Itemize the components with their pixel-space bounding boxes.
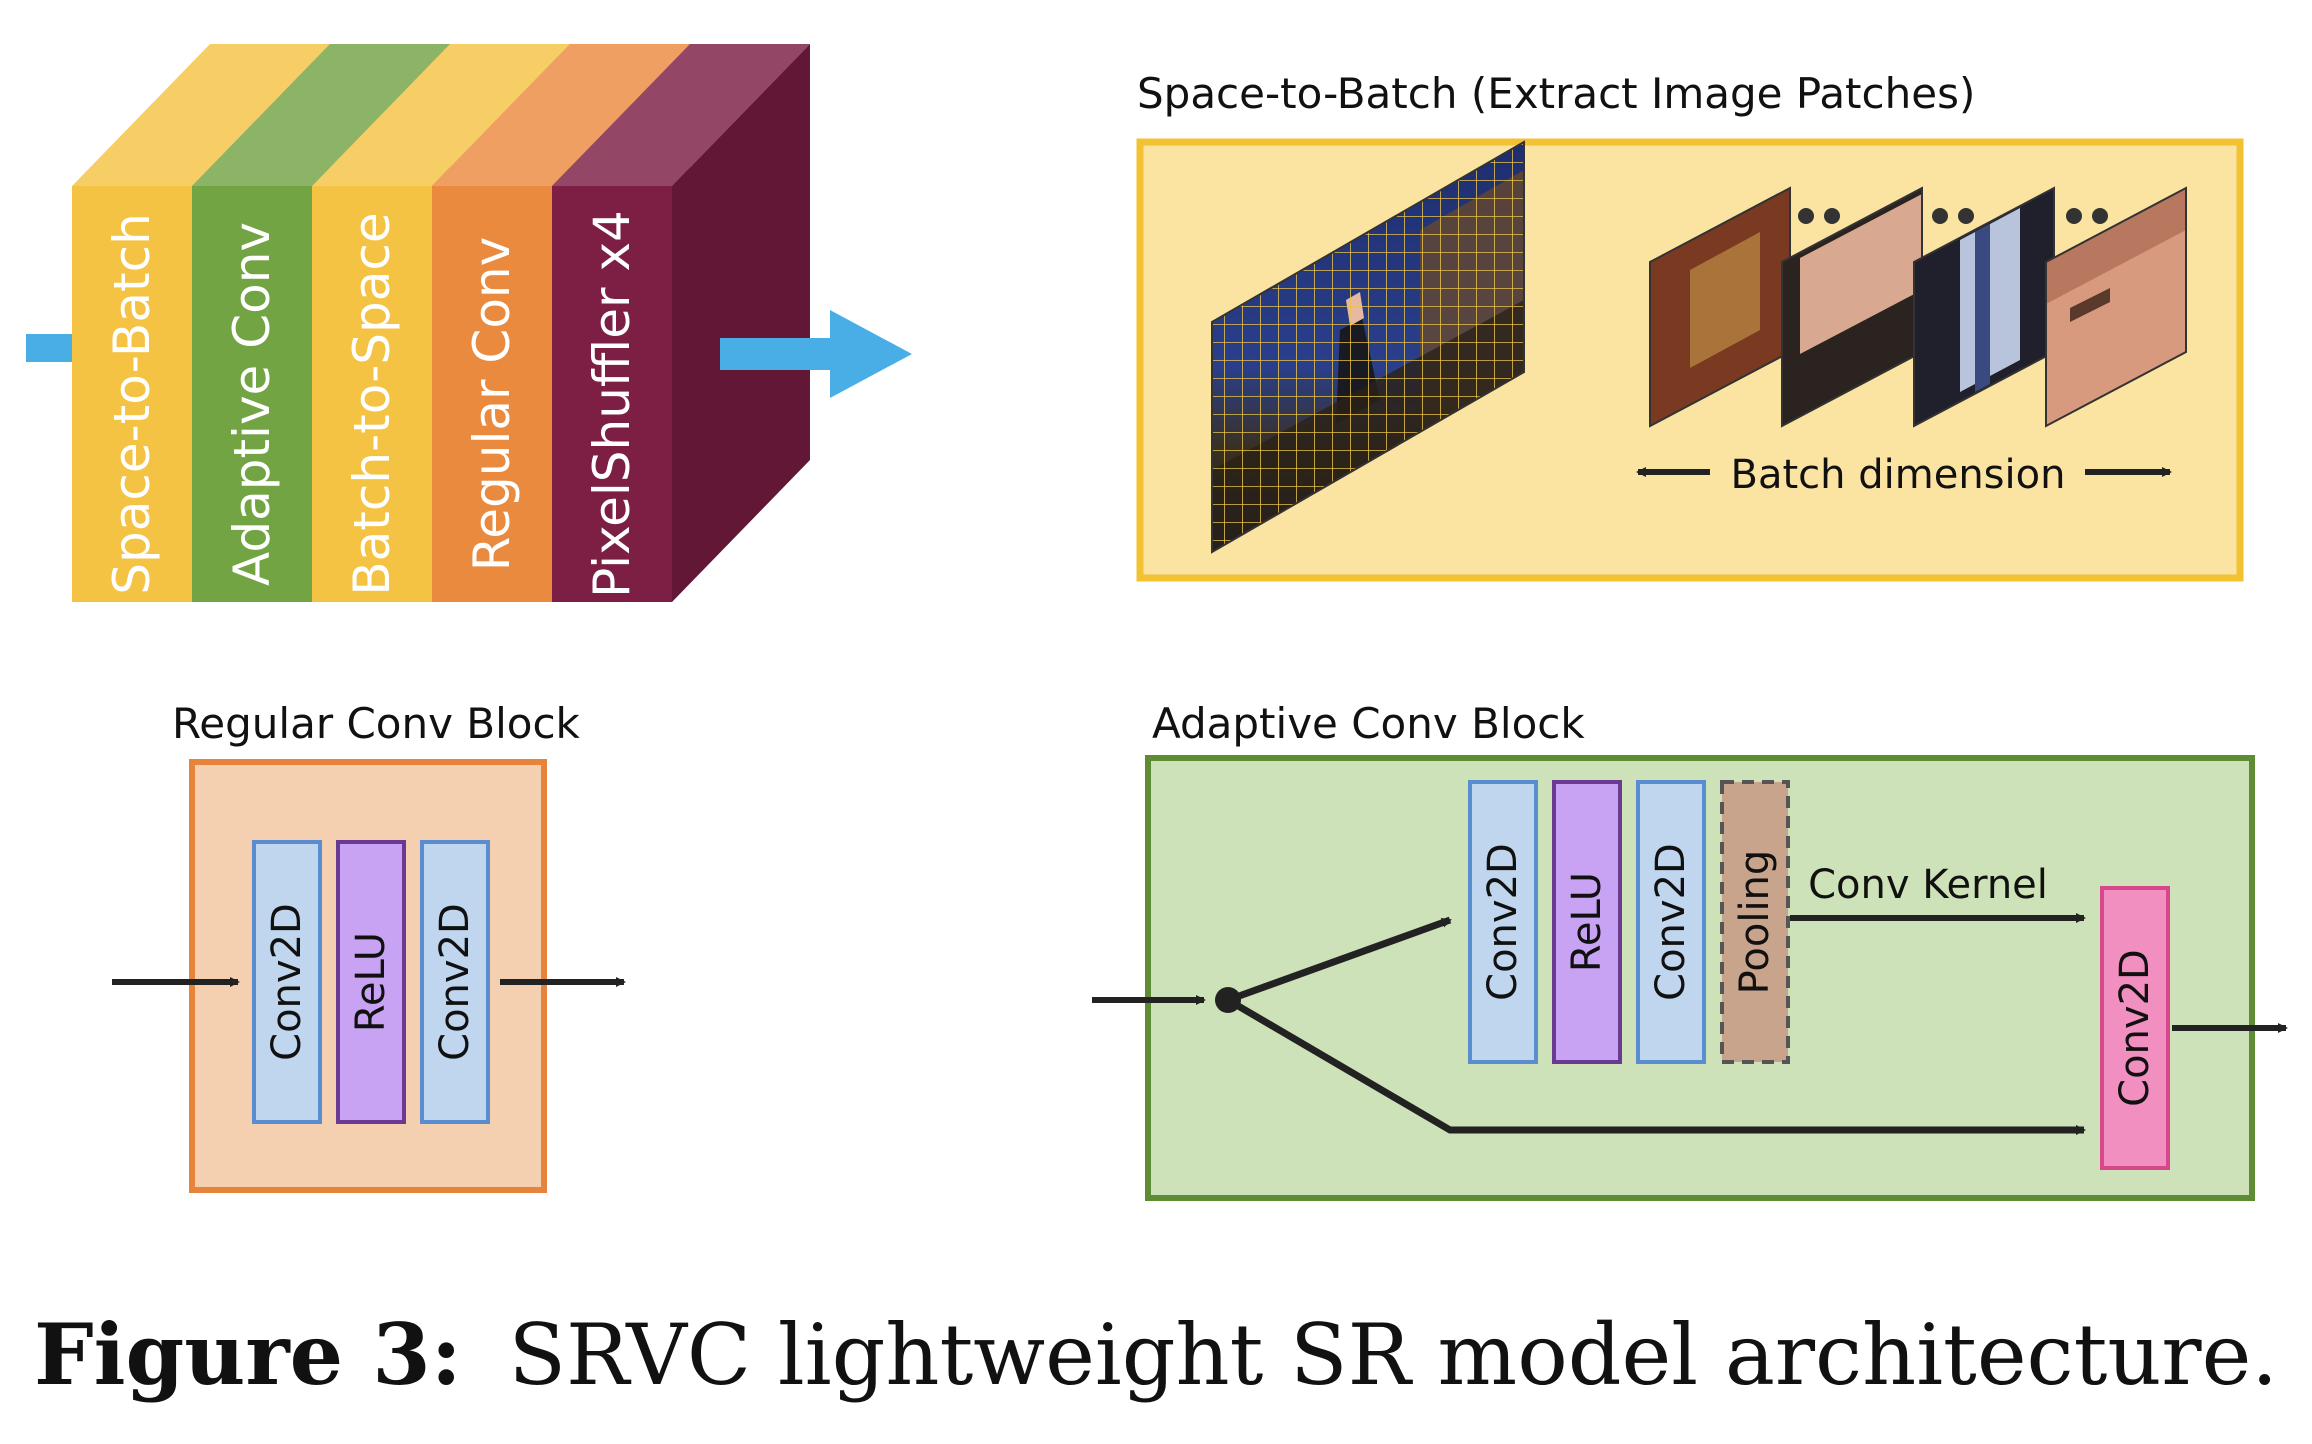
adaptive-output-conv2d-label: Conv2D	[2112, 949, 2158, 1107]
regular-conv2d-2	[420, 840, 490, 1124]
regular-conv2d-1-label: Conv2D	[264, 903, 310, 1061]
regular-relu-label: ReLU	[348, 932, 394, 1032]
stack-layer-label: Adaptive Conv	[223, 222, 281, 586]
layer-stack-diagram: Space-to-Batch Adaptive Conv Batch-to-Spac…	[26, 44, 912, 602]
figure-caption: Figure 3: SRVC lightweight SR model arch…	[34, 1305, 2278, 1404]
stack-layer-top-face	[72, 44, 330, 186]
output-arrow-blue	[720, 310, 912, 398]
adaptive-conv2d-2-label: Conv2D	[1648, 843, 1694, 1001]
stack-layer-side-face	[672, 44, 810, 602]
adaptive-conv2d-1	[1468, 780, 1538, 1064]
stack-layer-front-face	[432, 186, 552, 602]
stack-layer-label: Batch-to-Space	[343, 212, 401, 595]
caption-bold: Figure 3:	[34, 1305, 462, 1404]
stack-layer-front-face	[552, 186, 672, 602]
space-to-batch-panel: Space-to-Batch (Extract Image Patches)	[1136, 69, 2244, 582]
branch-upper-arrow	[1226, 916, 1452, 1004]
full-frame-image	[1211, 140, 1525, 554]
stack-layer-front-face	[312, 186, 432, 602]
stack-layer-pixelshuffler-x4: PixelShuffler x4	[552, 44, 810, 602]
adaptive-relu	[1552, 780, 1622, 1064]
adaptive-conv-block-title: Adaptive Conv Block	[1152, 699, 1585, 748]
stack-layer-front-face	[72, 186, 192, 602]
batch-dimension-label: Batch dimension	[1731, 452, 2066, 498]
ellipsis-dots	[1798, 208, 2108, 224]
caption-text: SRVC lightweight SR model architecture.	[508, 1306, 2278, 1404]
adaptive-conv2d-2	[1636, 780, 1706, 1064]
stack-layer-label: Regular Conv	[463, 237, 521, 571]
conv-kernel-label: Conv Kernel	[1808, 862, 2048, 908]
patch-4	[2045, 186, 2187, 428]
adaptive-output-conv2d	[2100, 886, 2170, 1170]
regular-conv-block: Regular Conv Block Conv2D ReLU Conv2D	[112, 699, 626, 1193]
space-to-batch-title: Space-to-Batch (Extract Image Patches)	[1137, 69, 1975, 118]
regular-conv2d-2-label: Conv2D	[432, 903, 478, 1061]
stack-layer-top-face	[192, 44, 450, 186]
stack-layer-top-face	[552, 44, 810, 186]
stack-layer-label: Space-to-Batch	[103, 213, 161, 595]
regular-relu	[336, 840, 406, 1124]
batch-dimension-arrows: Batch dimension	[1636, 452, 2172, 498]
adaptive-conv2d-1-label: Conv2D	[1480, 843, 1526, 1001]
adaptive-relu-label: ReLU	[1564, 872, 1610, 972]
stack-layers: Space-to-Batch Adaptive Conv Batch-to-Spac…	[72, 44, 810, 602]
image-patches	[1649, 186, 2187, 428]
branch-lower-path	[1226, 996, 2086, 1135]
regular-conv2d-1	[252, 840, 322, 1124]
adaptive-pooling-label: Pooling	[1732, 850, 1778, 995]
stack-layer-front-face	[192, 186, 312, 602]
adaptive-pooling	[1720, 780, 1790, 1064]
patch-2	[1781, 186, 1923, 428]
stack-layer-top-face	[312, 44, 570, 186]
regular-conv-block-title: Regular Conv Block	[172, 699, 581, 748]
adaptive-conv-block: Adaptive Conv Block Conv2D ReLU Conv2D P…	[1092, 699, 2288, 1201]
stack-layer-top-face	[432, 44, 690, 186]
patch-3	[1913, 186, 2055, 428]
stack-layer-label: PixelShuffler x4	[583, 210, 641, 598]
